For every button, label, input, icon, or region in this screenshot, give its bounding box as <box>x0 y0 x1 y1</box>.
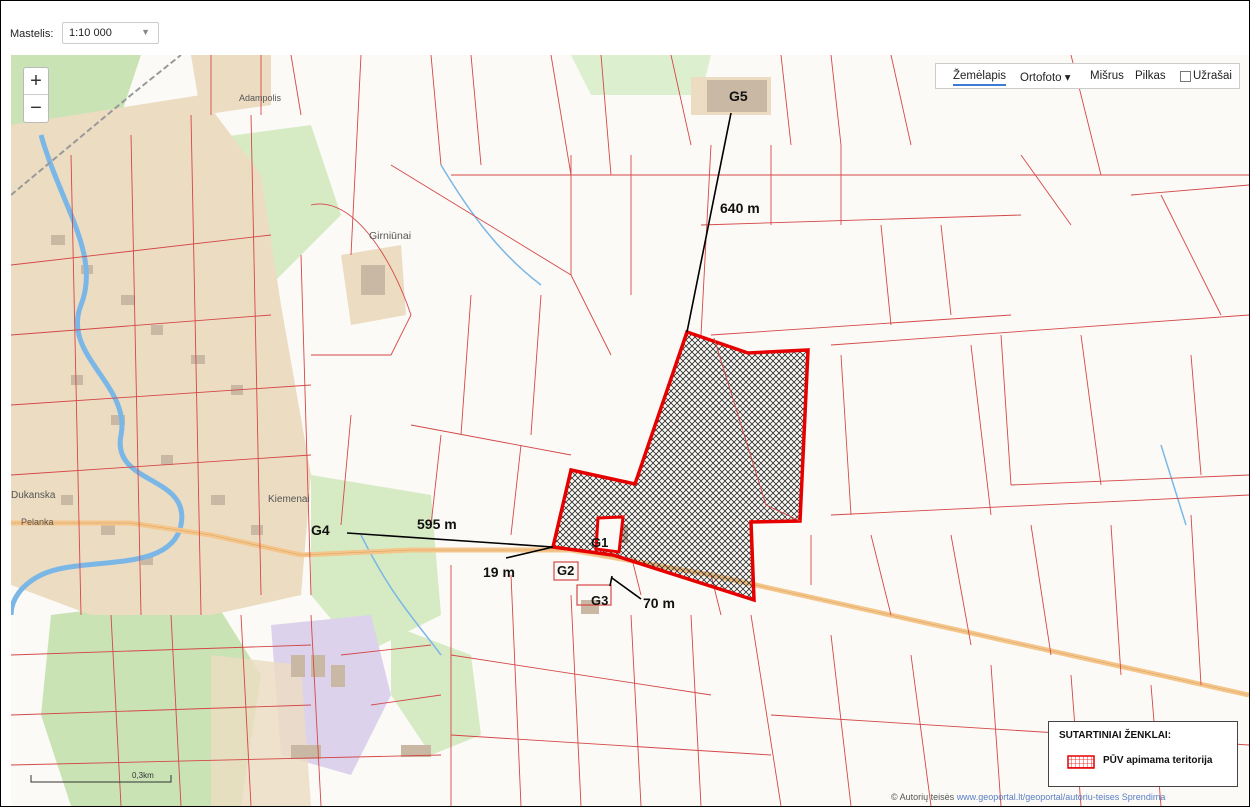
place-kiemenai: Kiemenai <box>268 494 310 505</box>
distance-640: 640 m <box>720 200 760 216</box>
distance-line-g5 <box>686 112 732 333</box>
marker-g5: G5 <box>729 88 748 104</box>
marker-g1: G1 <box>591 535 608 550</box>
distance-19: 19 m <box>483 564 515 580</box>
layer-misrus[interactable]: Mišrus <box>1090 70 1124 82</box>
place-girniunai: Girniūnai <box>369 230 411 242</box>
distance-line-g3 <box>609 575 613 587</box>
layer-zemelapis[interactable]: Žemėlapis <box>953 70 1007 86</box>
map-canvas[interactable]: Adampolis Girniūnai Kiemenai Dukanska Pe… <box>11 55 1249 806</box>
scale-label: Mastelis: <box>10 28 54 40</box>
stream <box>440 164 542 286</box>
distance-595: 595 m <box>417 516 457 532</box>
legend-swatch <box>1067 755 1095 769</box>
layer-pilkas[interactable]: Pilkas <box>1135 70 1166 82</box>
copyright: © Autorių teisės www.geoportal.lt/geopor… <box>891 792 1165 802</box>
scale-value: 1:10 000 <box>69 27 112 39</box>
distance-70: 70 m <box>643 595 675 611</box>
scale-bar-label: 0,3km <box>132 771 154 780</box>
copyright-link[interactable]: www.geoportal.lt/geoportal/autoriu-teise… <box>956 792 1120 802</box>
copyright-prefix: © Autorių teisės <box>891 792 955 802</box>
cadastral-parcels <box>11 55 1249 806</box>
copyright-suffix[interactable]: Sprendima <box>1121 792 1166 802</box>
railway <box>11 55 182 196</box>
inner-parcel-line <box>713 337 801 522</box>
zoom-out-button[interactable]: − <box>30 97 42 119</box>
scale-select[interactable]: 1:10 000 ▼ <box>62 22 159 44</box>
legend: SUTARTINIAI ŽENKLAI: PŪV apimama teritor… <box>1048 721 1238 787</box>
layer-switcher: Žemėlapis Ortofoto ▾ Mišrus Pilkas Užraš… <box>935 63 1240 89</box>
place-pelanka: Pelanka <box>21 517 54 527</box>
project-territory <box>550 329 810 603</box>
chevron-down-icon: ▼ <box>141 27 150 37</box>
zoom-control: + − <box>23 67 49 123</box>
map-toolbar: Mastelis: 1:10 000 ▼ <box>1 1 1249 55</box>
distance-line-g3b <box>611 577 642 600</box>
place-dukanska: Dukanska <box>11 490 56 501</box>
scale-bar <box>30 775 172 783</box>
legend-item-label: PŪV apimama teritorija <box>1103 755 1213 766</box>
stream-east <box>1160 444 1187 526</box>
marker-g3: G3 <box>591 593 608 608</box>
map-svg[interactable]: Adampolis Girniūnai Kiemenai Dukanska Pe… <box>11 55 1249 806</box>
distance-line-g4 <box>346 532 554 548</box>
river <box>11 134 185 616</box>
parcel-g3 <box>576 584 612 606</box>
parcel-g2 <box>553 561 579 581</box>
layer-uzrasai[interactable]: Užrašai <box>1193 70 1232 82</box>
legend-title: SUTARTINIAI ŽENKLAI: <box>1059 730 1172 741</box>
marker-g4: G4 <box>311 522 330 538</box>
place-adampolis: Adampolis <box>239 93 282 103</box>
project-cutout <box>594 515 625 554</box>
marker-g2: G2 <box>557 563 574 578</box>
layer-ortofoto[interactable]: Ortofoto ▾ <box>1020 72 1071 84</box>
uzrasai-checkbox[interactable] <box>1180 71 1191 82</box>
distance-line-g2 <box>505 546 554 559</box>
zoom-in-button[interactable]: + <box>24 68 48 95</box>
